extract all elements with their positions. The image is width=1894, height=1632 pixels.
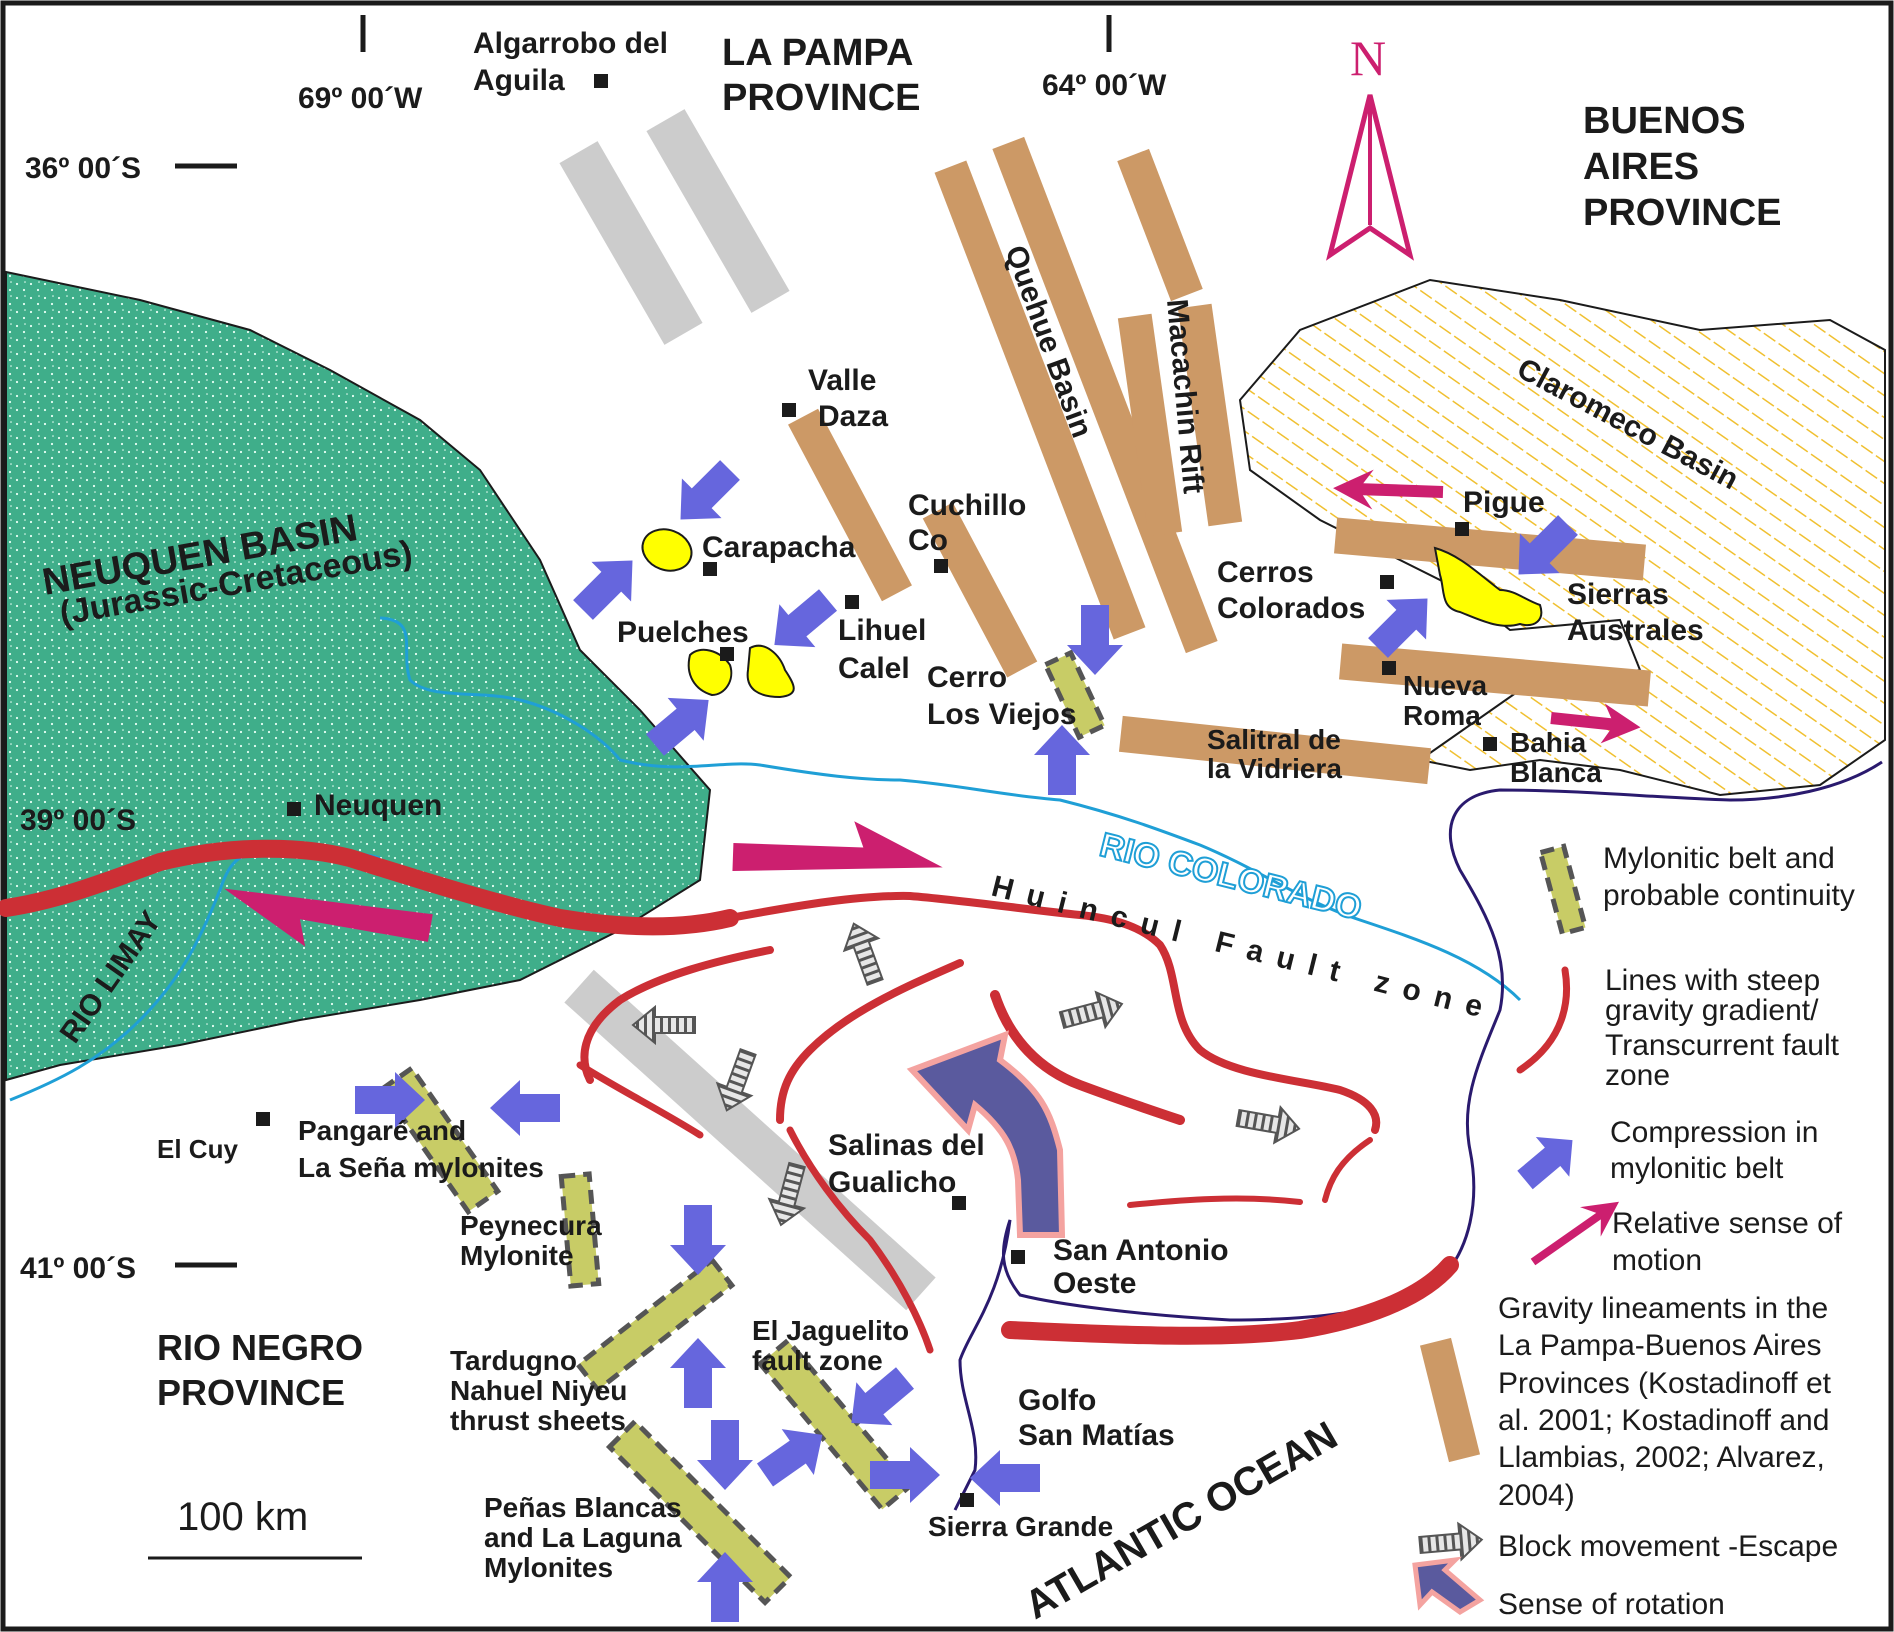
neuquen-basin-area: [5, 270, 712, 1082]
transcurrent-faults: [0, 839, 1571, 1354]
svg-text:Aguila: Aguila: [473, 64, 565, 97]
svg-text:Mylonites: Mylonites: [484, 1552, 613, 1583]
svg-text:thrust sheets: thrust sheets: [450, 1405, 626, 1436]
north-label: N: [1350, 30, 1386, 86]
lat-39-label: 39º 00´S: [20, 804, 136, 837]
svg-text:gravity gradient/: gravity gradient/: [1605, 994, 1819, 1027]
gravity-lineaments: [788, 136, 1651, 1463]
svg-text:Salinas del: Salinas del: [828, 1129, 985, 1162]
svg-text:Australes: Australes: [1567, 614, 1704, 647]
svg-text:Peynecura: Peynecura: [460, 1210, 602, 1241]
svg-text:El Cuy: El Cuy: [157, 1134, 238, 1164]
svg-text:La Seña mylonites: La Seña mylonites: [298, 1152, 544, 1183]
svg-text:Nahuel Niyeu: Nahuel Niyeu: [450, 1375, 627, 1406]
grey-bands: [559, 109, 936, 1311]
svg-text:Cerros: Cerros: [1217, 556, 1314, 589]
lat-36-label: 36º 00´S: [25, 152, 141, 185]
svg-text:Co: Co: [908, 524, 948, 557]
svg-text:Lines with steep: Lines with steep: [1605, 964, 1820, 997]
svg-text:Pigue: Pigue: [1463, 486, 1545, 519]
svg-text:El Jaguelito: El Jaguelito: [752, 1315, 909, 1346]
svg-text:Tardugno: Tardugno: [450, 1345, 577, 1376]
svg-text:Gualicho: Gualicho: [828, 1166, 956, 1199]
svg-text:Valle: Valle: [808, 364, 876, 397]
svg-text:Sierras: Sierras: [1567, 578, 1669, 611]
sense-of-rotation-arrow: [906, 1030, 1066, 1238]
svg-text:2004): 2004): [1498, 1479, 1575, 1512]
svg-text:Sierra Grande: Sierra Grande: [928, 1511, 1113, 1542]
svg-text:Mylonite: Mylonite: [460, 1240, 574, 1271]
relative-motion-arrows: [224, 469, 1641, 1266]
block-movement-arrows: [631, 922, 1484, 1562]
svg-text:Pangaré and: Pangaré and: [298, 1115, 466, 1146]
scale-bar: 100 km: [148, 1495, 362, 1560]
svg-text:Peñas Blancas: Peñas Blancas: [484, 1492, 682, 1523]
graticule-ticks: [175, 15, 1112, 1268]
yellow-outcrops: [641, 528, 1543, 699]
legend-rotation-symbol: [1412, 1556, 1485, 1615]
svg-text:Transcurrent fault: Transcurrent fault: [1605, 1029, 1840, 1062]
rio-colorado-river: [379, 616, 1522, 1002]
svg-text:Colorados: Colorados: [1217, 592, 1365, 625]
legend: Mylonitic belt and probable continuity L…: [1498, 842, 1855, 1621]
svg-text:la Vidriera: la Vidriera: [1207, 753, 1342, 784]
north-arrow: N: [1325, 30, 1415, 261]
lat-41-label: 41º 00´S: [20, 1252, 136, 1285]
buenos-aires-label: BUENOS: [1583, 100, 1746, 142]
buenos-aires-label-3: PROVINCE: [1583, 192, 1781, 234]
rio-negro-label: RIO NEGRO: [157, 1327, 363, 1368]
svg-text:Salitral de: Salitral de: [1207, 724, 1341, 755]
coastline: [953, 760, 1883, 1511]
rio-negro-label-2: PROVINCE: [157, 1372, 345, 1413]
lon-64-label: 64º 00´W: [1042, 69, 1167, 102]
svg-text:fault zone: fault zone: [752, 1345, 883, 1376]
town-markers: [256, 74, 1497, 1507]
compression-arrows: [355, 460, 1578, 1622]
svg-text:Cerro: Cerro: [927, 661, 1007, 694]
svg-text:Compression in: Compression in: [1610, 1116, 1818, 1149]
svg-text:Oeste: Oeste: [1053, 1267, 1136, 1300]
svg-text:Los Viejos: Los Viejos: [927, 698, 1077, 731]
buenos-aires-label-2: AIRES: [1583, 146, 1699, 188]
svg-text:mylonitic belt: mylonitic belt: [1610, 1152, 1784, 1185]
svg-text:Gravity lineaments in the: Gravity lineaments in the: [1498, 1292, 1828, 1325]
svg-text:Block movement -Escape: Block movement -Escape: [1498, 1530, 1838, 1563]
svg-text:Calel: Calel: [838, 652, 910, 685]
svg-text:Llambias, 2002; Alvarez,: Llambias, 2002; Alvarez,: [1498, 1441, 1825, 1474]
lon-69-label: 69º 00´W: [298, 82, 423, 115]
svg-text:Neuquen: Neuquen: [314, 789, 442, 822]
svg-text:Nueva: Nueva: [1403, 670, 1487, 701]
svg-text:Carapacha: Carapacha: [702, 531, 856, 564]
la-pampa-label-2: PROVINCE: [722, 77, 920, 119]
svg-text:San Matías: San Matías: [1018, 1419, 1175, 1452]
svg-text:Provinces (Kostadinoff et: Provinces (Kostadinoff et: [1498, 1367, 1832, 1400]
svg-text:Sense of rotation: Sense of rotation: [1498, 1588, 1725, 1621]
svg-text:probable continuity: probable continuity: [1603, 879, 1855, 912]
svg-text:Bahia: Bahia: [1510, 727, 1587, 758]
svg-text:al. 2001; Kostadinoff and: al. 2001; Kostadinoff and: [1498, 1404, 1829, 1437]
svg-text:Blanca: Blanca: [1510, 757, 1602, 788]
la-pampa-label: LA PAMPA: [722, 32, 913, 74]
place-labels: Algarrobo del Aguila Valle Daza Cuchillo…: [157, 27, 1704, 1583]
svg-text:Daza: Daza: [818, 400, 888, 433]
svg-text:Relative sense of: Relative sense of: [1612, 1207, 1843, 1240]
svg-text:Roma: Roma: [1403, 700, 1481, 731]
svg-text:and La Laguna: and La Laguna: [484, 1522, 682, 1553]
mylonitic-belts: [378, 649, 1589, 1607]
svg-text:motion: motion: [1612, 1244, 1702, 1277]
svg-text:Puelches: Puelches: [617, 616, 749, 649]
svg-text:Golfo: Golfo: [1018, 1384, 1096, 1417]
svg-text:Lihuel: Lihuel: [838, 614, 926, 647]
svg-text:Algarrobo del: Algarrobo del: [473, 27, 668, 60]
svg-text:Mylonitic belt and: Mylonitic belt and: [1603, 842, 1835, 875]
scale-label: 100 km: [177, 1495, 308, 1539]
svg-text:San Antonio: San Antonio: [1053, 1234, 1229, 1267]
svg-text:zone: zone: [1605, 1059, 1670, 1092]
svg-text:Cuchillo: Cuchillo: [908, 489, 1026, 522]
svg-text:La Pampa-Buenos Aires: La Pampa-Buenos Aires: [1498, 1329, 1822, 1362]
